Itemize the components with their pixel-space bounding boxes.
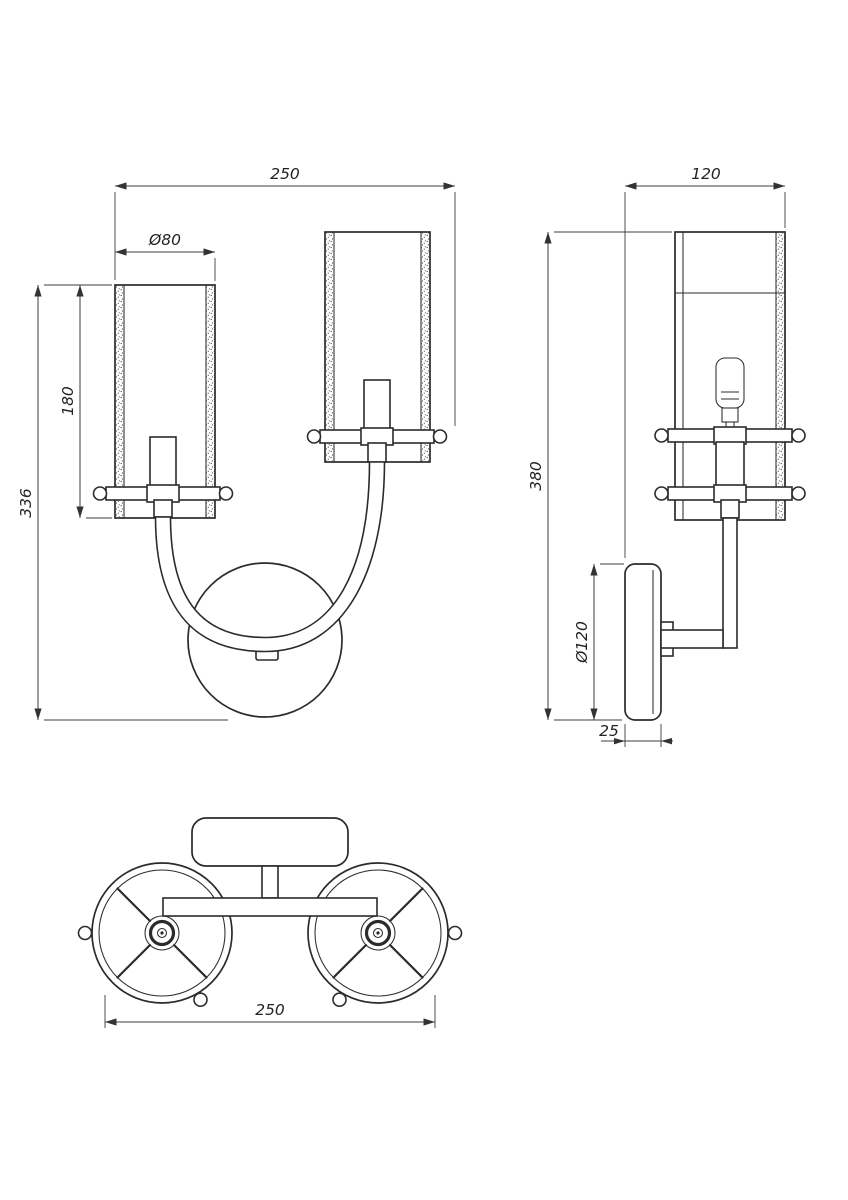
upper-ring-ball-front <box>791 428 806 443</box>
dim-shade-height-label: 180 <box>59 386 77 416</box>
left-socket-assembly <box>92 436 234 518</box>
bulb-glass <box>715 357 745 409</box>
bulb-base <box>721 407 739 423</box>
top-view: 250 <box>77 817 463 1028</box>
dim-front-width-label: 250 <box>270 165 300 183</box>
dim-shade-diameter-label: Ø80 <box>148 231 181 249</box>
left-ring-ball-left <box>92 486 108 501</box>
lower-ring-ball-front <box>791 486 806 501</box>
left-candle-socket <box>149 436 177 488</box>
right-ring-top <box>307 862 463 1008</box>
crossbar-top <box>162 897 378 917</box>
side-socket-assembly <box>654 426 806 519</box>
left-ring-ball-west <box>77 925 93 941</box>
dim-top-width-label: 250 <box>255 1001 285 1019</box>
dim-depth-label: 120 <box>691 165 721 183</box>
left-ring-ball-southeast <box>193 992 208 1008</box>
front-view: 250 Ø80 180 336 <box>17 165 456 721</box>
right-ring-ball-right <box>432 429 448 444</box>
dim-side-height-label: 380 <box>527 461 545 491</box>
candle-socket-side <box>715 441 745 489</box>
right-ring-ball-east <box>447 925 463 941</box>
side-view-dimensions: 120 380 Ø120 25 <box>527 165 786 747</box>
bulb <box>715 357 745 429</box>
wall-plate-front <box>187 562 343 718</box>
stem-top <box>261 865 279 899</box>
stem-collar-side <box>720 499 740 519</box>
side-view: 120 380 Ø120 25 <box>527 165 806 747</box>
wall-plate-top <box>191 817 349 867</box>
dim-total-height-label: 336 <box>17 488 35 518</box>
arm-side <box>660 629 724 649</box>
shade-side <box>674 231 786 521</box>
front-view-dimensions: 250 Ø80 180 336 <box>17 165 456 721</box>
top-view-dimensions: 250 <box>104 995 436 1028</box>
dim-plate-depth-label: 25 <box>599 722 619 740</box>
right-socket-assembly <box>306 379 448 463</box>
wall-plate-side <box>624 563 662 721</box>
right-candle-socket <box>363 379 391 431</box>
upper-ring-ball-back <box>654 428 669 443</box>
stem-side <box>722 517 738 649</box>
left-ring-top <box>77 862 233 1008</box>
left-arm-collar <box>153 499 173 518</box>
right-arm-collar <box>367 442 387 463</box>
left-ring-ball-right <box>218 486 234 501</box>
lower-ring-ball-back <box>654 486 669 501</box>
dim-plate-diameter-label: Ø120 <box>573 621 591 664</box>
right-ring-ball-left <box>306 429 322 444</box>
right-ring-ball-southwest <box>332 992 347 1008</box>
curved-arm-front <box>154 461 386 653</box>
side-mount <box>624 517 738 721</box>
